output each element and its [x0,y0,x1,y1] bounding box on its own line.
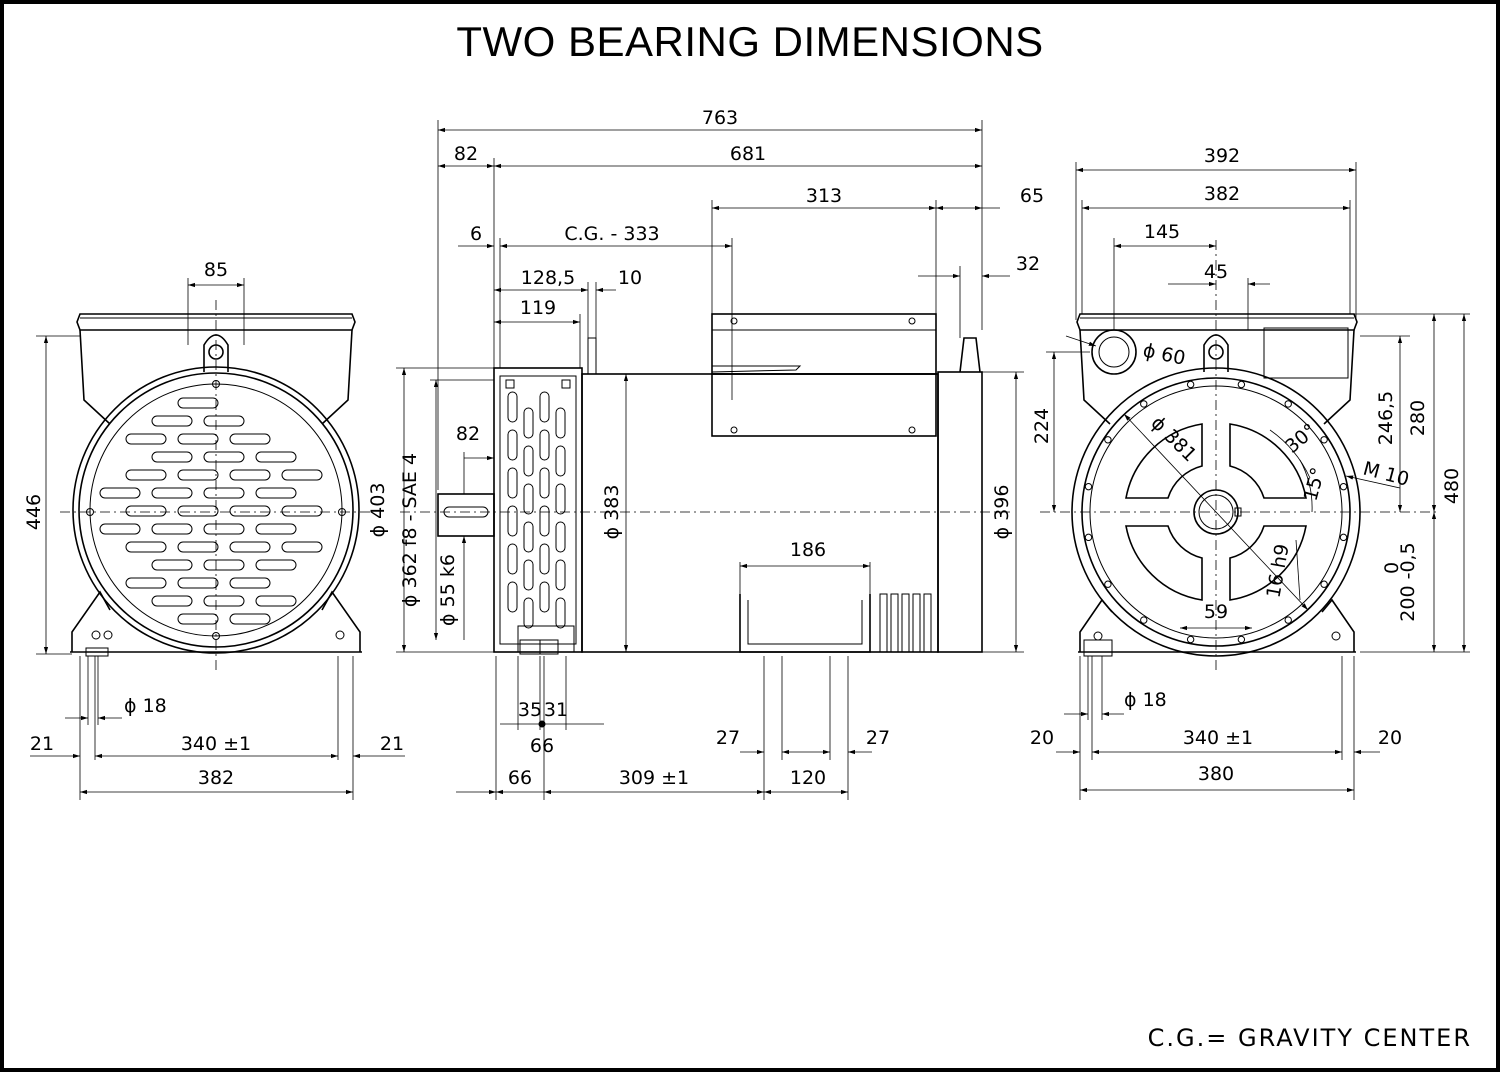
front-dim-382: 382 [198,767,234,789]
side-dim-27-right: 27 [866,727,890,749]
side-dim-sae: ϕ 362 f8 - SAE 4 [399,453,421,607]
rear-dim-15: 15° [1300,465,1330,503]
side-dim-31: 31 [544,699,568,721]
rear-dim-d381: ϕ 381 [1146,412,1200,466]
front-dim-446: 446 [23,494,45,530]
side-dim-313: 313 [806,185,842,207]
side-dim-35: 35 [518,699,542,721]
rear-dim-145: 145 [1144,221,1180,243]
rear-dim-59: 59 [1204,601,1228,623]
side-dim-27-left: 27 [716,727,740,749]
side-dim-82-shaft: 82 [456,423,480,445]
side-dim-309: 309 ±1 [619,767,689,789]
front-dim-21-right: 21 [380,733,404,755]
drawing-title: TWO BEARING DIMENSIONS [456,18,1044,65]
rear-dim-340: 340 ±1 [1183,727,1253,749]
rear-dim-30: 30° [1281,419,1321,458]
rear-dim-380: 380 [1198,763,1234,785]
gravity-center-legend: C.G.= GRAVITY CENTER [1147,1024,1472,1052]
rear-dim-16h9: 16 h9 [1263,542,1294,599]
rear-dim-224: 224 [1031,408,1053,444]
side-dim-66-bottom: 66 [508,767,532,789]
side-dim-119: 119 [520,297,556,319]
side-dim-6: 6 [470,223,482,245]
rear-dim-392: 392 [1204,145,1240,167]
side-dim-d396: ϕ 396 [991,485,1013,540]
side-dim-65: 65 [1020,185,1044,207]
side-dim-d55: ϕ 55 k6 [437,554,459,626]
side-dim-82-top: 82 [454,143,478,165]
rear-dim-m10: M 10 [1361,458,1412,491]
rear-dim-200-0: 0 [1381,562,1403,574]
rear-dim-246: 246,5 [1375,391,1397,445]
front-dim-21-left: 21 [30,733,54,755]
front-view [30,278,405,800]
side-dim-120: 120 [790,767,826,789]
front-dim-340: 340 ±1 [181,733,251,755]
side-dim-10: 10 [618,267,642,289]
side-view [396,120,1024,800]
rear-dim-480: 480 [1441,468,1463,504]
rear-view [1040,162,1470,800]
side-dim-d383: ϕ 383 [601,485,623,540]
front-dim-85: 85 [204,259,228,281]
side-dim-cg: C.G. - 333 [564,223,659,245]
side-dim-32: 32 [1016,253,1040,275]
rear-dim-382: 382 [1204,183,1240,205]
side-dim-d403: ϕ 403 [367,483,389,538]
rear-dim-20-left: 20 [1030,727,1054,749]
side-dim-128: 128,5 [521,267,575,289]
side-dim-186: 186 [790,539,826,561]
rear-dim-280: 280 [1407,400,1429,436]
side-dim-66-mid: 66 [530,735,554,757]
rear-dim-200: 200 -0,5 [1397,542,1419,621]
rear-dim-20-right: 20 [1378,727,1402,749]
side-dim-681: 681 [730,143,766,165]
rear-dim-d60: ϕ 60 [1141,339,1187,369]
side-dim-763: 763 [702,107,738,129]
rear-dim-45: 45 [1204,261,1228,283]
front-dim-d18: ϕ 18 [124,695,167,717]
rear-dim-d18: ϕ 18 [1124,689,1167,711]
